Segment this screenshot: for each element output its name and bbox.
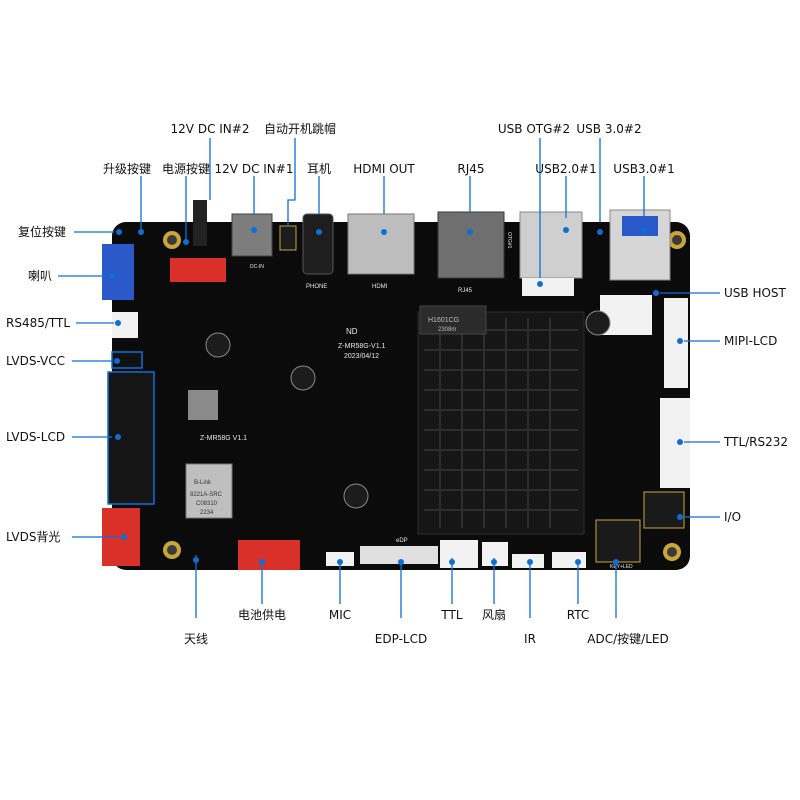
- silk-edp: eDP: [396, 538, 408, 544]
- label-earphone: 耳机: [306, 162, 332, 176]
- electrolytic-cap: [343, 483, 369, 509]
- silk-date: 2023/04/12: [344, 353, 379, 360]
- label-io: I/O: [724, 510, 742, 524]
- io-header: [643, 491, 685, 529]
- label-battery-supply: 电池供电: [237, 608, 287, 622]
- eth-chip: [419, 305, 487, 335]
- earphone-jack: [302, 213, 334, 275]
- label-rtc: RTC: [566, 608, 590, 622]
- label-rs485-ttl: RS485/TTL: [6, 316, 71, 330]
- label-dc-in-1: 12V DC IN#1: [214, 162, 294, 176]
- wifi-module: [185, 463, 233, 519]
- usb30-port-blue: [622, 216, 658, 236]
- electrolytic-cap: [205, 332, 231, 358]
- callout-dots: [109, 227, 683, 565]
- label-mipi-lcd: MIPI-LCD: [724, 334, 778, 348]
- label-ttl-rs232: TTL/RS232: [724, 435, 789, 449]
- lvds-lcd-header: [107, 371, 155, 505]
- label-usb30-1: USB3.0#1: [613, 162, 675, 176]
- silk-wifi-part: 8221A-SRC: [190, 492, 223, 498]
- label-power-key: 电源按键: [161, 162, 211, 176]
- mipi-lcd-connector: [664, 298, 688, 388]
- label-usb-otg-2: USB OTG#2: [497, 122, 571, 136]
- hdmi-port: [347, 213, 415, 275]
- rtc-connector: [552, 552, 586, 568]
- red-power-header: [170, 258, 226, 282]
- silk-dc: DC-IN: [250, 264, 264, 270]
- auto-power-jumper: [279, 225, 297, 251]
- label-dc-in-2: 12V DC IN#2: [170, 122, 250, 136]
- label-adc-key-led: ADC/按键/LED: [587, 632, 669, 646]
- silk-otg: OTG#1: [506, 232, 512, 249]
- power-button: [193, 200, 207, 246]
- silk-rj45: RJ45: [458, 288, 473, 294]
- rj45-port: [437, 211, 505, 279]
- ttl-connector: [440, 540, 478, 568]
- silk-eth-chip: H1601CG: [428, 317, 459, 324]
- silk-key-led: KEY+LED: [610, 564, 633, 570]
- label-upgrade-key: 升级按键: [102, 162, 152, 176]
- label-hdmi-out: HDMI OUT: [353, 162, 415, 176]
- label-mic: MIC: [328, 608, 352, 622]
- silk-hdmi: HDMI: [372, 284, 388, 290]
- silk-eth-code: 2308m: [438, 327, 456, 333]
- usb-otg-header: [522, 278, 574, 296]
- electrolytic-cap: [585, 310, 611, 336]
- ttl-rs232-connector: [660, 398, 690, 488]
- silk-board-id: Z-MR58G-V1.1: [338, 343, 386, 350]
- label-ir: IR: [524, 632, 536, 646]
- label-usb-host: USB HOST: [724, 286, 786, 300]
- label-lvds-backlight: LVDS背光: [6, 530, 61, 544]
- silk-wifi-module: B-Link: [194, 480, 212, 486]
- label-rj45: RJ45: [457, 162, 485, 176]
- silk-wifi-num: 2234: [200, 510, 214, 516]
- label-auto-power-jumper: 自动开机跳帽: [263, 122, 337, 136]
- heatsink: [417, 311, 585, 535]
- label-ttl: TTL: [441, 608, 463, 622]
- label-fan: 风扇: [481, 608, 507, 622]
- soc-chip: [188, 390, 218, 420]
- electrolytic-cap: [290, 365, 316, 391]
- adc-key-led-header: [595, 519, 641, 563]
- silk-model: Z-MR58G V1.1: [200, 435, 247, 442]
- silk-phone: PHONE: [306, 284, 327, 290]
- label-usb20-1: USB2.0#1: [535, 162, 597, 176]
- battery-connector: [238, 540, 300, 570]
- usb20-port: [519, 211, 583, 279]
- lvds-vcc-jumper: [111, 351, 143, 369]
- mounting-hole: [163, 231, 686, 561]
- label-speaker: 喇叭: [28, 269, 53, 283]
- dc-jack-1: [231, 213, 273, 257]
- speaker-connector: [102, 244, 134, 300]
- label-edp-lcd: EDP-LCD: [374, 632, 428, 646]
- label-antenna: 天线: [183, 632, 209, 646]
- callout-lines: [58, 138, 720, 618]
- label-lvds-vcc: LVDS-VCC: [6, 354, 66, 368]
- label-usb30-2: USB 3.0#2: [576, 122, 642, 136]
- silk-wifi-code: C08310: [196, 501, 218, 507]
- silk-brand: ND: [346, 327, 358, 336]
- label-reset-key: 复位按键: [18, 225, 67, 239]
- edp-connector: [360, 546, 438, 564]
- label-lvds-lcd: LVDS-LCD: [6, 430, 66, 444]
